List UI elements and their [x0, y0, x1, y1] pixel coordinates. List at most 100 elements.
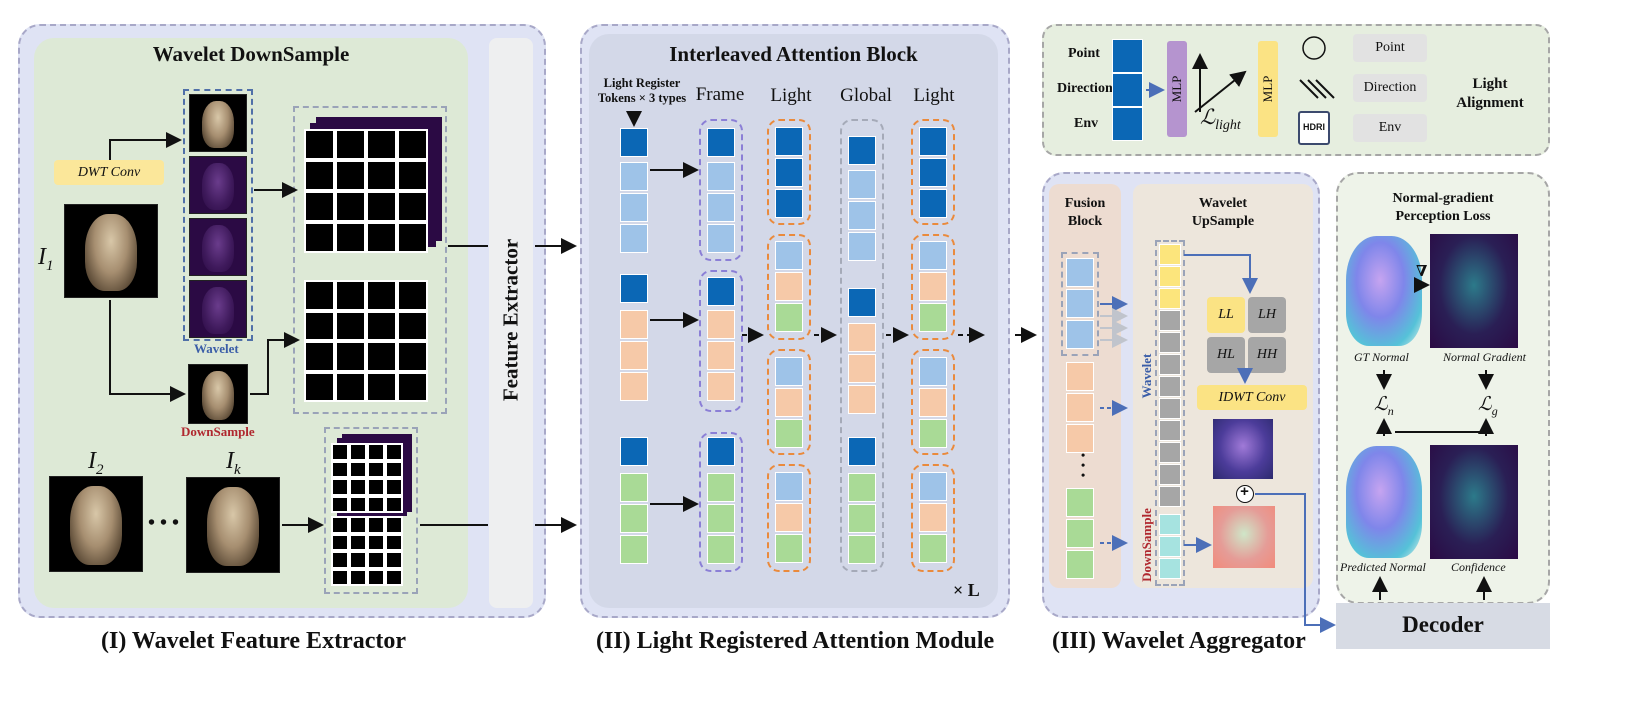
light-type-point: Point [1068, 46, 1100, 61]
column-global-label: Global [840, 85, 892, 106]
fusion-token [1066, 424, 1094, 453]
token [620, 224, 648, 253]
decoder-label: Decoder [1402, 612, 1484, 637]
token [620, 341, 648, 370]
column-frame-label: Frame [695, 84, 745, 105]
upsample-token [1159, 420, 1181, 441]
add-operator: + [1236, 483, 1254, 503]
downsample-feature-image [1213, 506, 1275, 568]
predicted-normal-label: Predicted Normal [1340, 560, 1426, 574]
loss-n-label: ℒn [1374, 394, 1394, 418]
token-register [707, 128, 735, 157]
token [620, 162, 648, 191]
token [919, 357, 947, 386]
token [775, 272, 803, 301]
token [620, 473, 648, 502]
token-register [848, 437, 876, 466]
token [848, 535, 876, 564]
token-register [848, 136, 876, 165]
token [919, 388, 947, 417]
token [919, 241, 947, 270]
input-image-i2 [49, 476, 143, 572]
token [919, 503, 947, 532]
token-register [775, 127, 803, 156]
light-attention-group [911, 234, 955, 340]
upsample-token [1159, 244, 1181, 265]
light-option-env: Env [1353, 114, 1427, 142]
fusion-token [1066, 519, 1094, 548]
gt-normal-label: GT Normal [1354, 350, 1409, 364]
normal-gradient-image [1430, 234, 1518, 348]
light-loss-label: ℒlight [1200, 105, 1241, 134]
token [775, 388, 803, 417]
token [775, 472, 803, 501]
idwt-conv-label: IDWT Conv [1197, 385, 1307, 410]
light-option-direction: Direction [1353, 74, 1427, 102]
downsampled-image [188, 364, 248, 424]
upsample-token [1159, 486, 1181, 507]
upsample-token [1159, 354, 1181, 375]
fusion-token [1066, 289, 1094, 318]
confidence-label: Confidence [1451, 560, 1506, 574]
column-light-label-2: Light [913, 85, 955, 106]
input-image-i1 [64, 204, 158, 298]
token [775, 534, 803, 563]
fusion-token [1066, 488, 1094, 517]
ellipsis: • • • [148, 512, 180, 534]
wavelet-lh-image [189, 156, 247, 214]
wavelet-downsample-title: Wavelet DownSample [152, 42, 350, 66]
confidence-image [1430, 445, 1518, 559]
token-register [919, 189, 947, 218]
token [775, 357, 803, 386]
token [919, 303, 947, 332]
upsample-token [1159, 332, 1181, 353]
light-type-direction: Direction [1057, 81, 1113, 96]
token [848, 201, 876, 230]
mlp-block-1 [1167, 41, 1187, 137]
caption-panel-1: (I) Wavelet Feature Extractor [101, 628, 407, 654]
upsample-token [1159, 514, 1181, 535]
token-register [707, 437, 735, 466]
upsample-token [1159, 288, 1181, 309]
nabla-operator: ∇ [1416, 264, 1428, 280]
token [775, 419, 803, 448]
token-register [620, 274, 648, 303]
fusion-ellipsis: • • • [1081, 448, 1086, 482]
token [919, 272, 947, 301]
bulb-icon [1302, 36, 1326, 60]
token [919, 534, 947, 563]
i2-label: I2 [88, 448, 104, 478]
loss-g-label: ℒg [1478, 394, 1498, 418]
light-token [1112, 73, 1143, 107]
upsample-token [1159, 464, 1181, 485]
upsample-token [1159, 310, 1181, 331]
downsample-label: DownSample [181, 424, 255, 439]
token-register [919, 158, 947, 187]
normal-gradient-label: Normal Gradient [1443, 350, 1527, 364]
token [620, 310, 648, 339]
wavelet-stack-frame [183, 89, 253, 341]
token [707, 473, 735, 502]
subband-lh: LH [1248, 297, 1286, 333]
global-attention-group [840, 119, 884, 572]
light-attention-group [911, 464, 955, 572]
light-attention-group [911, 349, 955, 455]
wavelet-label: Wavelet [194, 341, 239, 356]
subband-hh: HH [1248, 337, 1286, 373]
token [707, 535, 735, 564]
upsample-token [1159, 398, 1181, 419]
patch-grid-frame-bottom [324, 427, 418, 594]
light-token [1112, 39, 1143, 73]
token [707, 341, 735, 370]
interleaved-attention-title: Interleaved Attention Block [669, 42, 918, 66]
input-image-ik [186, 477, 280, 573]
feature-extractor-bar [489, 38, 533, 608]
token [707, 310, 735, 339]
token [620, 193, 648, 222]
token [848, 385, 876, 414]
token-register [707, 277, 735, 306]
caption-panel-3: (III) Wavelet Aggregator [1052, 628, 1306, 654]
